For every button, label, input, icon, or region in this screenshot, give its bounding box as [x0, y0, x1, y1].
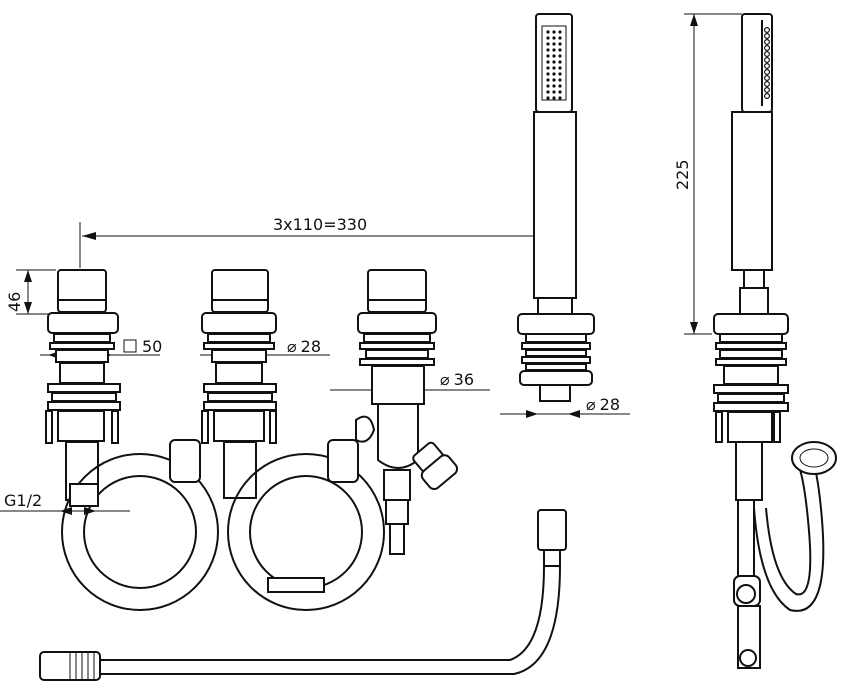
spray-dot [552, 78, 556, 82]
handshower-front [517, 13, 595, 402]
spray-dot [552, 48, 556, 52]
spray-dot [546, 54, 550, 58]
spray-dot [552, 42, 556, 46]
spray-dot [546, 90, 550, 94]
side-spray-dot [763, 62, 770, 69]
side-spray-dot [763, 50, 770, 57]
spray-dot [552, 54, 556, 58]
spray-dot [558, 36, 562, 40]
spray-face-dots [546, 30, 562, 100]
height-225-label: 225 [673, 159, 692, 190]
height-46-label: 46 [5, 292, 24, 312]
spray-dot [546, 30, 550, 34]
spray-dot [546, 60, 550, 64]
spray-dot [558, 84, 562, 88]
diameter-28a-label: ⌀28 [287, 337, 321, 356]
spray-dot [558, 42, 562, 46]
valve-1 [45, 269, 121, 501]
spray-dot [558, 48, 562, 52]
height-46-dimension: 46 [5, 269, 56, 315]
spray-dot [558, 60, 562, 64]
spray-dot [546, 84, 550, 88]
spray-dot [552, 66, 556, 70]
spray-dot [546, 72, 550, 76]
spray-dot [552, 72, 556, 76]
spray-dot [552, 60, 556, 64]
side-spray-dots [763, 27, 770, 99]
side-spray-dot [763, 92, 770, 99]
spray-dot [552, 84, 556, 88]
spray-dot [558, 54, 562, 58]
spray-dot [558, 66, 562, 70]
spray-dot [558, 96, 562, 100]
diameter-28b-dimension: ⌀28 [500, 395, 630, 418]
diameter-36-label: ⌀36 [440, 370, 474, 389]
square-50-label: 50 [142, 337, 162, 356]
spray-dot [552, 90, 556, 94]
spray-dot [552, 36, 556, 40]
spray-dot [546, 66, 550, 70]
thread-label: G1/2 [4, 491, 42, 510]
spacing-label: 3x110=330 [273, 215, 367, 234]
hose-loops [61, 439, 385, 611]
spacing-dimension: 3x110=330 [79, 215, 550, 268]
spray-dot [558, 30, 562, 34]
valve-2 [201, 269, 277, 499]
side-spray-dot [763, 80, 770, 87]
spray-dot [546, 48, 550, 52]
side-spray-dot [763, 74, 770, 81]
height-225-dimension: 225 [673, 13, 742, 335]
side-spray-dot [763, 86, 770, 93]
side-view [713, 13, 837, 669]
spray-dot [546, 78, 550, 82]
spray-dot [558, 78, 562, 82]
side-spray-dot [763, 32, 770, 39]
spray-dot [552, 96, 556, 100]
spray-dot [546, 96, 550, 100]
side-spray-dot [763, 27, 770, 34]
spray-dot [558, 90, 562, 94]
side-spray-dot [763, 38, 770, 45]
loose-hose [39, 509, 567, 681]
valve-3-diverter [355, 269, 459, 555]
side-spray-dot [763, 44, 770, 51]
side-spray-dot [763, 68, 770, 75]
spray-dot [552, 30, 556, 34]
diameter-28b-label: ⌀28 [586, 395, 620, 414]
side-spray-dot [763, 56, 770, 63]
spray-dot [546, 36, 550, 40]
spray-dot [558, 72, 562, 76]
spray-dot [546, 42, 550, 46]
